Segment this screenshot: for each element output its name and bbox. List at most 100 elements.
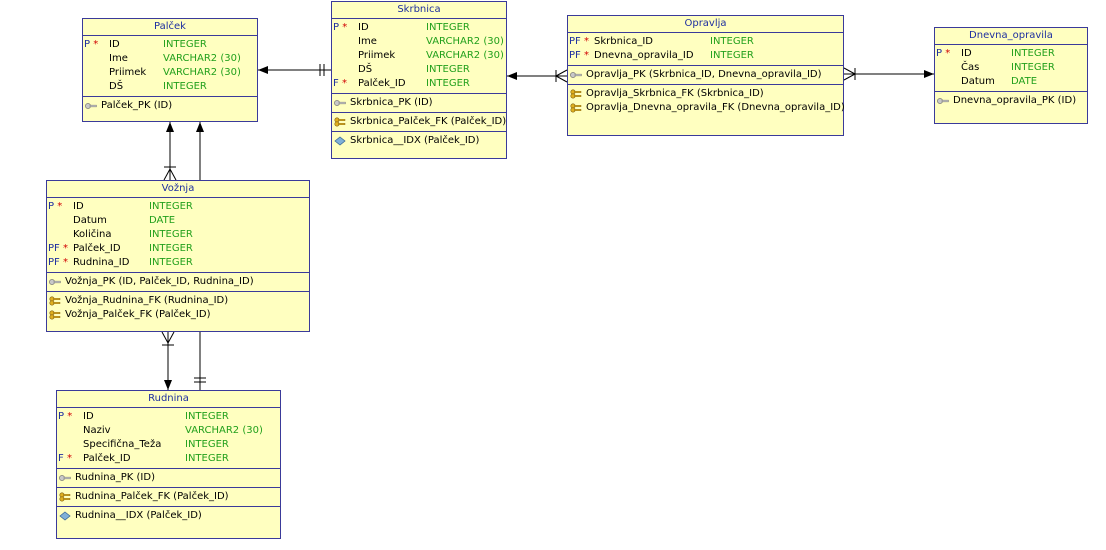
column-key-flag: F *: [58, 452, 72, 466]
column-name: Palček_ID: [358, 78, 406, 89]
column-type: INTEGER: [710, 50, 754, 61]
pk-section: Dnevna_opravila_PK (ID): [935, 92, 1087, 110]
index-label: Skrbnica__IDX (Palček_ID): [350, 135, 480, 146]
column-name: Palček_ID: [83, 453, 131, 464]
column-type: VARCHAR2 (30): [426, 36, 504, 47]
column-name: Dnevna_opravila_ID: [594, 50, 694, 61]
key-flag-letter: P: [333, 22, 340, 33]
index-icon: [334, 136, 346, 146]
column-type: INTEGER: [149, 201, 193, 212]
column-name: ID: [961, 48, 972, 59]
mandatory-star: *: [67, 411, 73, 422]
column-type: INTEGER: [149, 257, 193, 268]
arrowhead-dnevna-left: [924, 70, 934, 78]
fk-row: Opravlja_Dnevna_opravila_FK (Dnevna_opra…: [568, 101, 845, 115]
fk-row: Vožnja_Rudnina_FK (Rudnina_ID): [47, 294, 309, 308]
column-key-flag: P *: [48, 200, 62, 214]
key-icon: [49, 279, 61, 285]
fk-row: Vožnja_Palček_FK (Palček_ID): [47, 308, 309, 322]
column-name: ID: [109, 39, 120, 50]
entity-title: Dnevna_opravila: [935, 28, 1087, 45]
column-name: Palček_ID: [73, 243, 121, 254]
column-type: VARCHAR2 (30): [426, 50, 504, 61]
fk-label: Vožnja_Palček_FK (Palček_ID): [65, 309, 211, 320]
column-key-flag: F *: [333, 77, 347, 91]
foreign-key-icon: [334, 117, 346, 127]
column-type: INTEGER: [1011, 62, 1055, 73]
arrowhead-rudnina-top: [164, 380, 172, 390]
fk-label: Skrbnica_Palček_FK (Palček_ID): [350, 116, 507, 127]
pk-section: Vožnja_PK (ID, Palček_ID, Rudnina_ID): [47, 273, 309, 292]
pk-section: Opravlja_PK (Skrbnica_ID, Dnevna_opravil…: [568, 66, 843, 85]
column-name: Skrbnica_ID: [594, 36, 653, 47]
pk-label: Opravlja_PK (Skrbnica_ID, Dnevna_opravil…: [586, 69, 822, 80]
arrowhead-palcek-bottom-b: [196, 122, 204, 132]
key-flag-letter: PF: [569, 50, 581, 61]
mandatory-star: *: [62, 243, 68, 254]
index-section: Rudnina__IDX (Palček_ID): [57, 507, 280, 525]
pk-row: Rudnina_PK (ID): [57, 471, 280, 485]
column-type: INTEGER: [163, 39, 207, 50]
rel-opravlja-dnevna-crow2: [843, 73, 856, 81]
column-type: INTEGER: [710, 36, 754, 47]
column-type: INTEGER: [185, 453, 229, 464]
key-flag-letter: PF: [569, 36, 581, 47]
entity-title: Opravlja: [568, 16, 843, 33]
column-name: Naziv: [83, 425, 111, 436]
pk-row: Opravlja_PK (Skrbnica_ID, Dnevna_opravil…: [568, 68, 843, 82]
arrowhead-palcek-bottom-a: [166, 122, 174, 132]
key-flag-letter: P: [58, 411, 65, 422]
column-type: INTEGER: [163, 81, 207, 92]
column-type: VARCHAR2 (30): [185, 425, 263, 436]
column-row: Naziv VARCHAR2 (30): [57, 424, 280, 438]
column-key-flag: P *: [58, 410, 72, 424]
pk-row: Dnevna_opravila_PK (ID): [935, 94, 1087, 108]
mandatory-star: *: [945, 48, 951, 59]
column-name: Rudnina_ID: [73, 257, 130, 268]
foreign-key-icon: [570, 103, 582, 113]
rel-voznja-palcek-a-crow2: [169, 168, 177, 181]
key-icon: [59, 475, 71, 481]
rel-opravlja-skrbnica-crow2: [555, 75, 568, 83]
foreign-key-icon: [59, 492, 71, 502]
key-flag-letter: PF: [48, 243, 60, 254]
pk-section: Rudnina_PK (ID): [57, 469, 280, 488]
key-icon: [570, 72, 582, 78]
column-type: INTEGER: [1011, 48, 1055, 59]
column-type: VARCHAR2 (30): [163, 67, 241, 78]
key-flag-letter: P: [48, 201, 55, 212]
key-icon: [85, 103, 97, 109]
column-name: Datum: [961, 76, 995, 87]
key-icon: [334, 100, 346, 106]
foreign-key-icon: [570, 89, 582, 99]
index-label: Rudnina__IDX (Palček_ID): [75, 510, 202, 521]
mandatory-star: *: [62, 257, 68, 268]
column-type: INTEGER: [185, 411, 229, 422]
pk-label: Vožnja_PK (ID, Palček_ID, Rudnina_ID): [65, 276, 254, 287]
fk-section: Vožnja_Rudnina_FK (Rudnina_ID) Vožnja_Pa…: [47, 292, 309, 324]
column-name: Priimek: [109, 67, 147, 78]
fk-label: Rudnina_Palček_FK (Palček_ID): [75, 491, 229, 502]
column-row: F * Palček_ID INTEGER: [57, 452, 280, 466]
pk-label: Palček_PK (ID): [101, 100, 173, 111]
rel-opravlja-dnevna-crow1: [843, 67, 856, 75]
pk-label: Skrbnica_PK (ID): [350, 97, 433, 108]
column-name: ID: [358, 22, 369, 33]
mandatory-star: *: [93, 39, 99, 50]
